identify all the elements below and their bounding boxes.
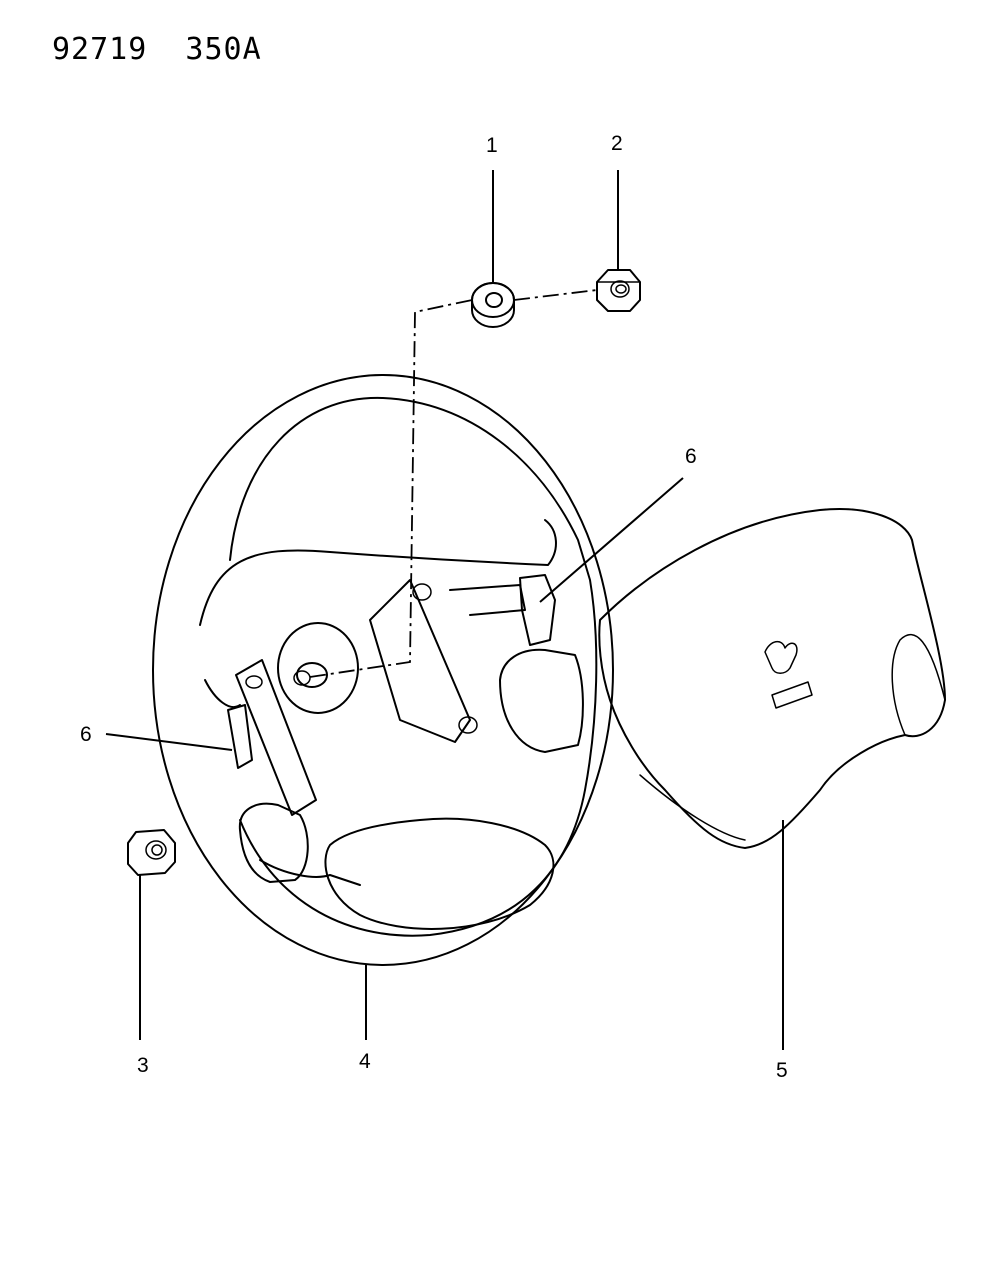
part-4-steering-wheel	[152, 374, 614, 966]
callout-6-left: 6	[80, 723, 92, 746]
part-1-washer	[471, 282, 515, 328]
callout-3: 3	[137, 1054, 149, 1077]
assembly-line-nut	[513, 289, 598, 301]
callout-1: 1	[486, 134, 498, 157]
leader-6b	[105, 733, 233, 751]
callout-6-right: 6	[685, 445, 697, 468]
callout-4: 4	[359, 1050, 371, 1073]
part-3-nut	[127, 829, 176, 876]
part-5-airbag-module	[598, 508, 946, 849]
assembly-line-washer	[309, 299, 473, 678]
part-2-nut	[596, 269, 641, 312]
callout-2: 2	[611, 132, 623, 155]
leader-6a	[539, 477, 684, 603]
callout-5: 5	[776, 1059, 788, 1082]
diagram-id: 92719 350A	[52, 32, 262, 67]
